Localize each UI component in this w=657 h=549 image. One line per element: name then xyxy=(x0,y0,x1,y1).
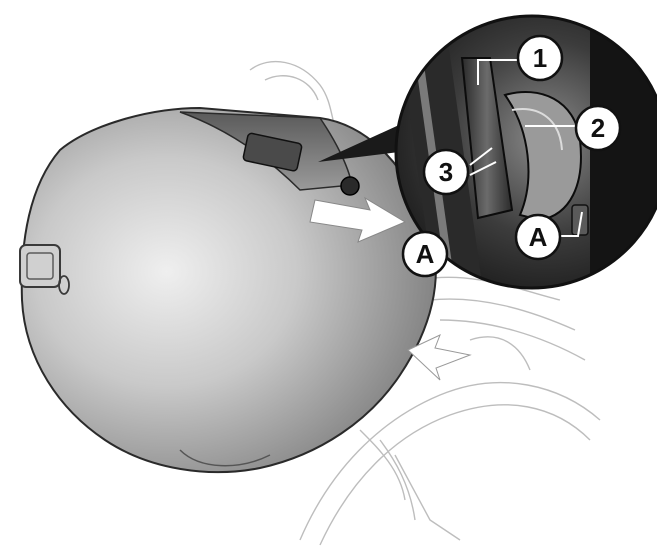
callout-a-detail: A xyxy=(516,215,560,259)
callout-1: 1 xyxy=(518,36,562,80)
callout-1-label: 1 xyxy=(533,43,547,73)
callout-a-main: A xyxy=(403,232,447,276)
callout-3: 3 xyxy=(424,150,468,194)
callout-3-label: 3 xyxy=(439,157,453,187)
callout-2-label: 2 xyxy=(591,113,605,143)
callout-2: 2 xyxy=(576,106,620,150)
pannier-case xyxy=(20,108,436,472)
callout-a-main-label: A xyxy=(416,239,435,269)
callout-a-detail-label: A xyxy=(529,222,548,252)
